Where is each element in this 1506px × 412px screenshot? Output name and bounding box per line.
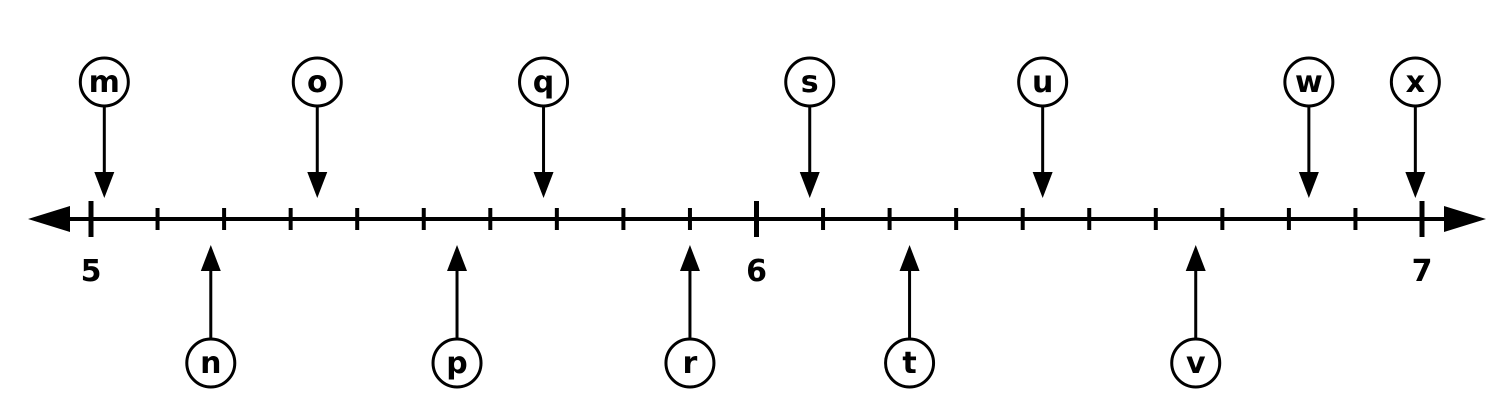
marker-label: s xyxy=(801,65,819,100)
marker-q: q xyxy=(518,56,570,198)
marker-arrowhead xyxy=(200,245,221,271)
marker-arrowhead xyxy=(899,245,920,271)
right-arrowhead xyxy=(1444,206,1486,232)
marker-n: n xyxy=(185,245,237,389)
marker-v: v xyxy=(1170,245,1222,389)
marker-label: p xyxy=(446,346,467,381)
marker-label: r xyxy=(683,346,698,381)
tick-label-6: 6 xyxy=(746,254,767,289)
marker-label: n xyxy=(200,346,221,381)
marker-arrowhead xyxy=(1032,172,1053,198)
marker-label: o xyxy=(307,65,328,100)
marker-o: o xyxy=(291,56,343,198)
markers: m n o p q r xyxy=(78,56,1441,389)
tick-labels: 5 6 7 xyxy=(81,254,1433,289)
tick-label-7: 7 xyxy=(1412,254,1433,289)
tick-label-5: 5 xyxy=(81,254,102,289)
marker-arrowhead xyxy=(447,245,468,271)
marker-arrowhead xyxy=(307,172,328,198)
number-line-axis xyxy=(28,206,1486,232)
tick-marks xyxy=(88,201,1425,237)
marker-arrowhead xyxy=(799,172,820,198)
marker-label: t xyxy=(902,346,916,381)
marker-arrowhead xyxy=(533,172,554,198)
marker-u: u xyxy=(1017,56,1069,198)
marker-r: r xyxy=(664,245,716,389)
marker-arrowhead xyxy=(94,172,115,198)
marker-label: q xyxy=(533,65,554,100)
marker-s: s xyxy=(784,56,836,198)
marker-label: x xyxy=(1406,65,1425,100)
left-arrowhead xyxy=(28,206,70,232)
marker-arrowhead xyxy=(1405,172,1426,198)
marker-label: w xyxy=(1295,65,1323,100)
marker-arrowhead xyxy=(679,245,700,271)
marker-label: v xyxy=(1186,346,1206,381)
marker-x: x xyxy=(1389,56,1441,198)
marker-t: t xyxy=(884,245,936,389)
marker-w: w xyxy=(1283,56,1335,198)
marker-m: m xyxy=(78,56,130,198)
marker-label: m xyxy=(89,65,120,100)
marker-arrowhead xyxy=(1185,245,1206,271)
marker-arrowhead xyxy=(1298,172,1319,198)
marker-label: u xyxy=(1032,65,1053,100)
marker-p: p xyxy=(431,245,483,389)
